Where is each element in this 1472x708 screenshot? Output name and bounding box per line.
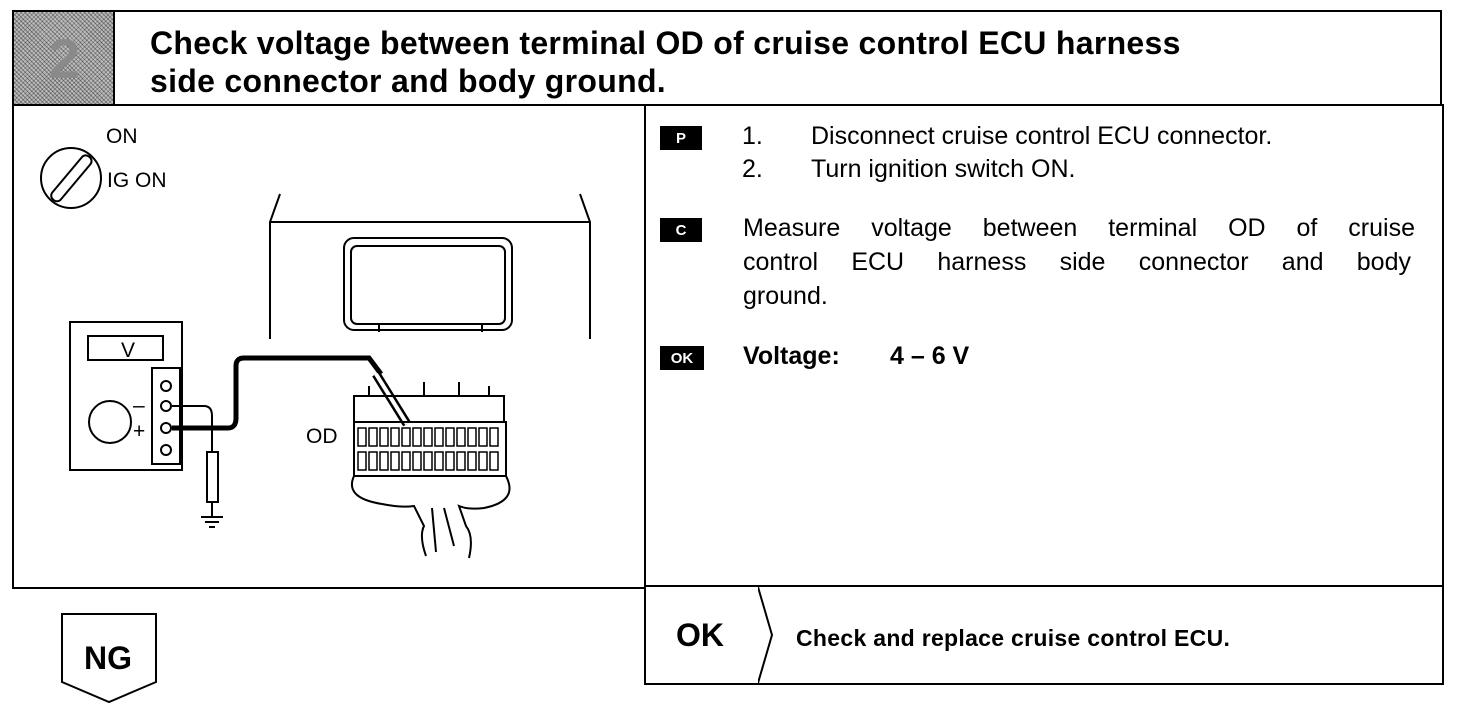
ground-icon (201, 516, 223, 528)
ok-spec-badge: OK (660, 346, 704, 370)
positive-lead (172, 355, 383, 431)
check-line-3: ground. (743, 282, 828, 310)
ground-lead (172, 405, 219, 516)
check-line-2: control ECU harness side connector and b… (743, 248, 1411, 276)
step-header: 2 Check voltage between terminal OD of c… (12, 10, 1442, 106)
ok-spec-label: Voltage: (743, 342, 840, 370)
harness-connector (351, 382, 511, 559)
meter-plus-label: + (133, 420, 145, 443)
step-title-line1: Check voltage between terminal OD of cru… (150, 25, 1181, 61)
ignition-switch-icon (40, 147, 102, 209)
step-title-line2: side connector and body ground. (150, 63, 666, 99)
switch-ig-on-label: IG ON (107, 169, 167, 192)
switch-on-label: ON (106, 125, 138, 148)
voltmeter (69, 321, 183, 471)
ok-spec-value: 4 – 6 V (890, 342, 970, 370)
ng-indicator: NG (60, 612, 160, 704)
ecu-unit (269, 193, 591, 339)
ok-result-label: OK (676, 617, 724, 653)
prep-step-2-number: 2. (742, 155, 763, 183)
ok-result-row: OK Check and replace cruise control ECU. (644, 585, 1444, 685)
wiring-illustration: ON IG ON V – + (40, 125, 591, 559)
check-line-1: Measure voltage between terminal OD of c… (743, 214, 1415, 242)
prep-badge: P (660, 126, 702, 150)
prep-step-1-number: 1. (742, 122, 763, 150)
ng-label: NG (84, 640, 132, 676)
step-number-box: 2 (14, 12, 115, 104)
ok-result-text: Check and replace cruise control ECU. (796, 625, 1231, 651)
prep-step-1-text: Disconnect cruise control ECU connector. (811, 122, 1273, 150)
terminal-od-label: OD (306, 425, 338, 448)
instructions-panel: P 1. Disconnect cruise control ECU conne… (644, 104, 1444, 586)
step-number: 2 (48, 26, 81, 90)
ng-pentagon-icon (61, 613, 157, 704)
meter-v-label: V (121, 339, 135, 362)
meter-minus-label: – (133, 394, 145, 417)
ok-arrow-divider (758, 587, 774, 683)
step-title: Check voltage between terminal OD of cru… (150, 24, 1430, 100)
check-badge: C (660, 218, 702, 242)
illustration-panel: ON IG ON V – + (12, 104, 646, 589)
prep-step-2-text: Turn ignition switch ON. (811, 155, 1076, 183)
